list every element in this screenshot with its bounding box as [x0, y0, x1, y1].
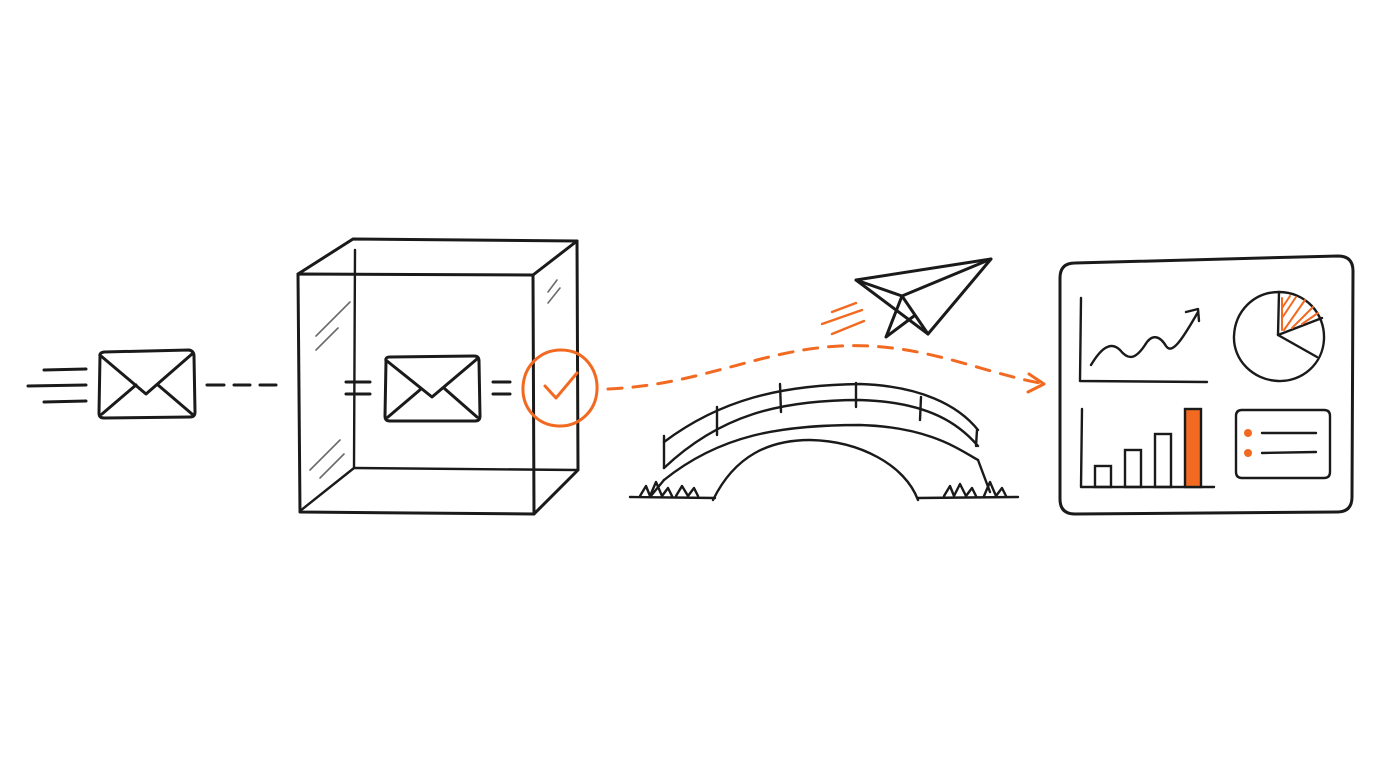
dashboard-icon	[1058, 254, 1355, 516]
transparent-cube-icon	[296, 237, 580, 516]
envelope-icon	[97, 348, 197, 420]
pie-chart-icon	[1232, 290, 1326, 383]
highlighted-bar	[1183, 407, 1203, 489]
bar-chart-icon	[1079, 407, 1216, 489]
list-icon	[1234, 408, 1332, 480]
bar	[1093, 464, 1113, 489]
checkmark-circle-icon	[521, 348, 599, 428]
speed-lines-icon	[26, 367, 88, 404]
bar	[1123, 448, 1143, 489]
bridge-icon	[628, 381, 1020, 502]
paper-plane-icon	[854, 257, 993, 339]
plane-speed-lines-icon	[820, 301, 866, 336]
inner-envelope-icon	[383, 354, 482, 423]
dashed-arrow-icon	[606, 344, 1046, 394]
line-chart-icon	[1078, 296, 1209, 384]
inner-speed-lines-icon	[344, 380, 512, 396]
bar	[1153, 432, 1173, 489]
